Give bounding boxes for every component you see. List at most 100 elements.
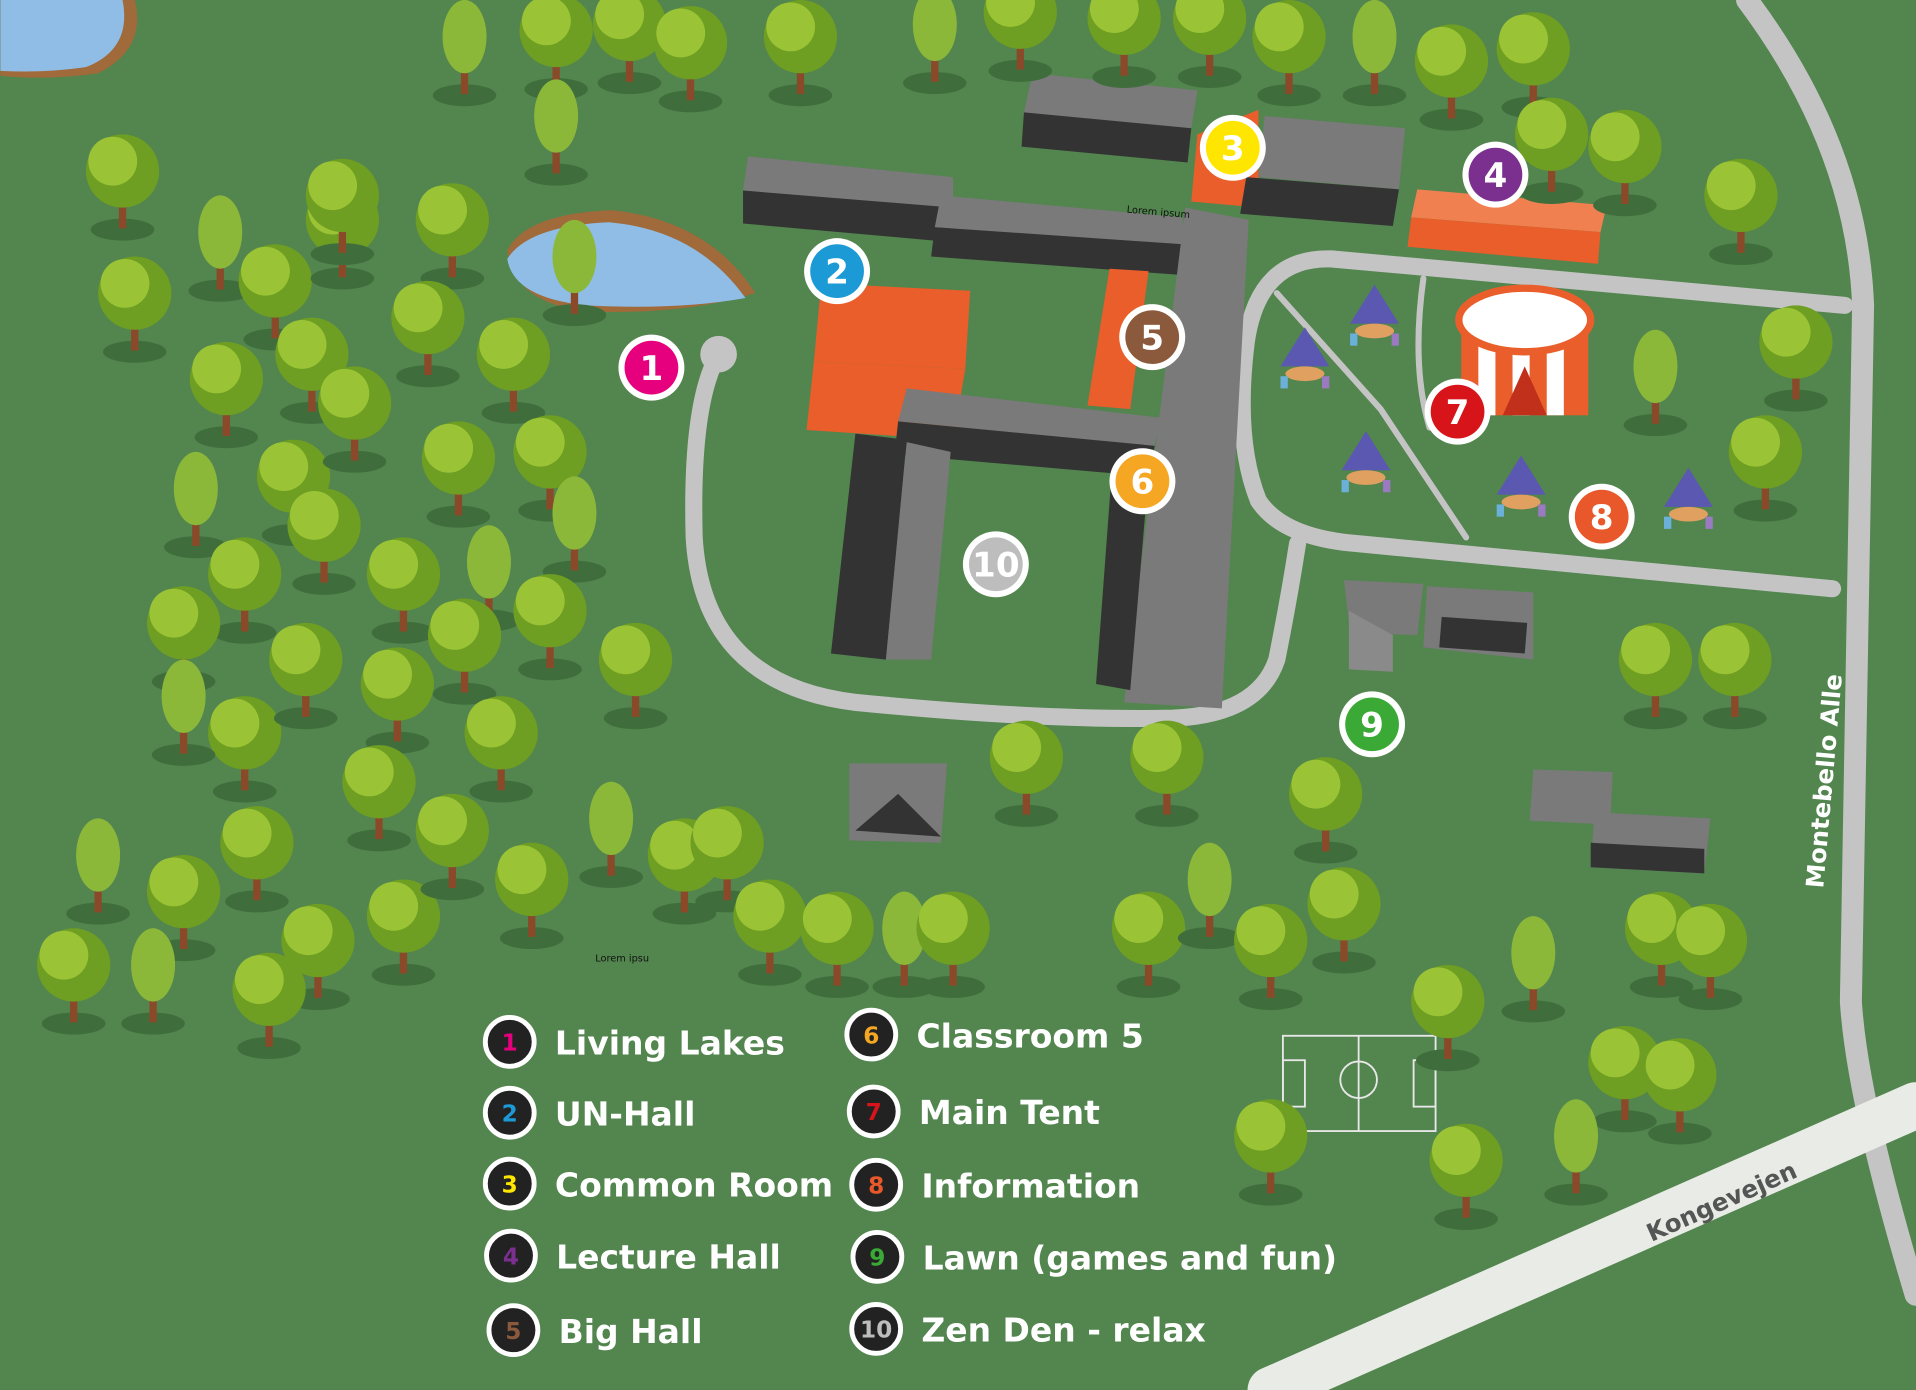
tree <box>1514 97 1589 204</box>
legend-number: 8 <box>868 1173 884 1200</box>
marker-number: 5 <box>1140 318 1164 358</box>
tree <box>188 195 253 302</box>
tree <box>1501 916 1566 1023</box>
marker-5[interactable]: 5 <box>1119 304 1186 371</box>
legend-badge <box>484 1228 538 1283</box>
legend-badge <box>849 1302 904 1356</box>
tree <box>317 366 392 473</box>
tree <box>598 622 673 730</box>
legend-number: 6 <box>863 1022 879 1049</box>
trees <box>37 0 1833 1230</box>
tree <box>1704 158 1778 266</box>
tree <box>427 598 502 705</box>
tree <box>1698 622 1772 730</box>
marker-9[interactable]: 9 <box>1339 691 1406 758</box>
tree <box>1130 720 1204 827</box>
roads <box>685 0 1916 1390</box>
marker-8[interactable]: 8 <box>1568 483 1635 550</box>
tree <box>1673 903 1748 1011</box>
tree <box>421 421 496 528</box>
legend-badge <box>849 1157 904 1212</box>
legend-number: 1 <box>502 1030 518 1057</box>
gazebo <box>1496 455 1546 517</box>
tree <box>1172 0 1247 88</box>
tree <box>85 134 160 241</box>
marker-fill <box>1430 384 1485 439</box>
tree <box>269 622 343 730</box>
marker-6[interactable]: 6 <box>1109 448 1176 515</box>
marker-number: 10 <box>972 546 1020 586</box>
tree <box>733 879 807 986</box>
tree <box>1588 1026 1662 1133</box>
marker-3[interactable]: 3 <box>1199 114 1266 181</box>
marker-fill <box>1205 120 1260 175</box>
tree <box>495 842 569 950</box>
tree <box>415 183 489 290</box>
tree <box>1544 1099 1608 1206</box>
location-markers: 1 2 3 4 5 6 7 8 9 10 <box>618 114 1635 758</box>
tree <box>1411 964 1485 1072</box>
tree <box>592 0 667 95</box>
legend-label: Main Tent <box>919 1093 1100 1132</box>
legend-number: 10 <box>860 1317 892 1344</box>
tree <box>238 244 312 351</box>
legend-badge <box>850 1229 905 1284</box>
tree <box>1623 329 1688 437</box>
tree <box>519 0 593 101</box>
tree <box>1177 842 1242 950</box>
tree <box>1618 622 1693 730</box>
legend-label: Classroom 5 <box>916 1016 1143 1055</box>
tree <box>903 0 967 95</box>
gazebos <box>1280 284 1713 529</box>
marker-fill <box>968 537 1023 592</box>
legend-badge <box>844 1007 899 1062</box>
marker-fill <box>1125 310 1180 364</box>
tree <box>989 720 1064 827</box>
marker-number: 9 <box>1360 706 1384 746</box>
tree <box>1588 109 1662 217</box>
tree <box>98 256 172 363</box>
tree <box>1728 415 1803 522</box>
tree <box>513 574 587 681</box>
tree <box>305 158 380 266</box>
lake-top-left <box>0 0 138 78</box>
legend-item-8: 8 Information <box>849 1157 1140 1212</box>
marker-2[interactable]: 2 <box>804 238 871 305</box>
tree <box>1759 305 1833 412</box>
small-label-building: Lorem ipsum <box>1126 205 1190 221</box>
marker-1[interactable]: 1 <box>618 334 685 401</box>
tree <box>208 537 282 644</box>
legend-number: 3 <box>502 1171 518 1198</box>
marker-7[interactable]: 7 <box>1424 378 1491 445</box>
tree <box>524 79 588 186</box>
tree <box>415 793 489 901</box>
tree <box>1087 0 1161 88</box>
legend-badge <box>482 1015 537 1069</box>
tree <box>1643 1038 1717 1145</box>
tree <box>872 891 937 998</box>
legend-label: Lecture Hall <box>556 1237 781 1276</box>
tree <box>391 280 465 388</box>
legend-label: Information <box>921 1167 1140 1206</box>
marker-number: 1 <box>640 349 664 389</box>
marker-10[interactable]: 10 <box>962 531 1029 598</box>
marker-fill <box>1574 489 1629 544</box>
tree <box>800 891 874 998</box>
marker-number: 6 <box>1131 462 1155 502</box>
tree <box>342 745 416 852</box>
marker-number: 3 <box>1221 129 1245 169</box>
legend-label: Zen Den - relax <box>921 1311 1205 1350</box>
gazebo <box>1663 467 1713 529</box>
tree <box>360 647 435 754</box>
legend-badge <box>482 1085 537 1140</box>
legend-number: 4 <box>503 1243 519 1270</box>
tree <box>164 451 228 559</box>
tree <box>121 928 185 1035</box>
tree <box>1252 0 1326 107</box>
marker-4[interactable]: 4 <box>1462 141 1529 208</box>
